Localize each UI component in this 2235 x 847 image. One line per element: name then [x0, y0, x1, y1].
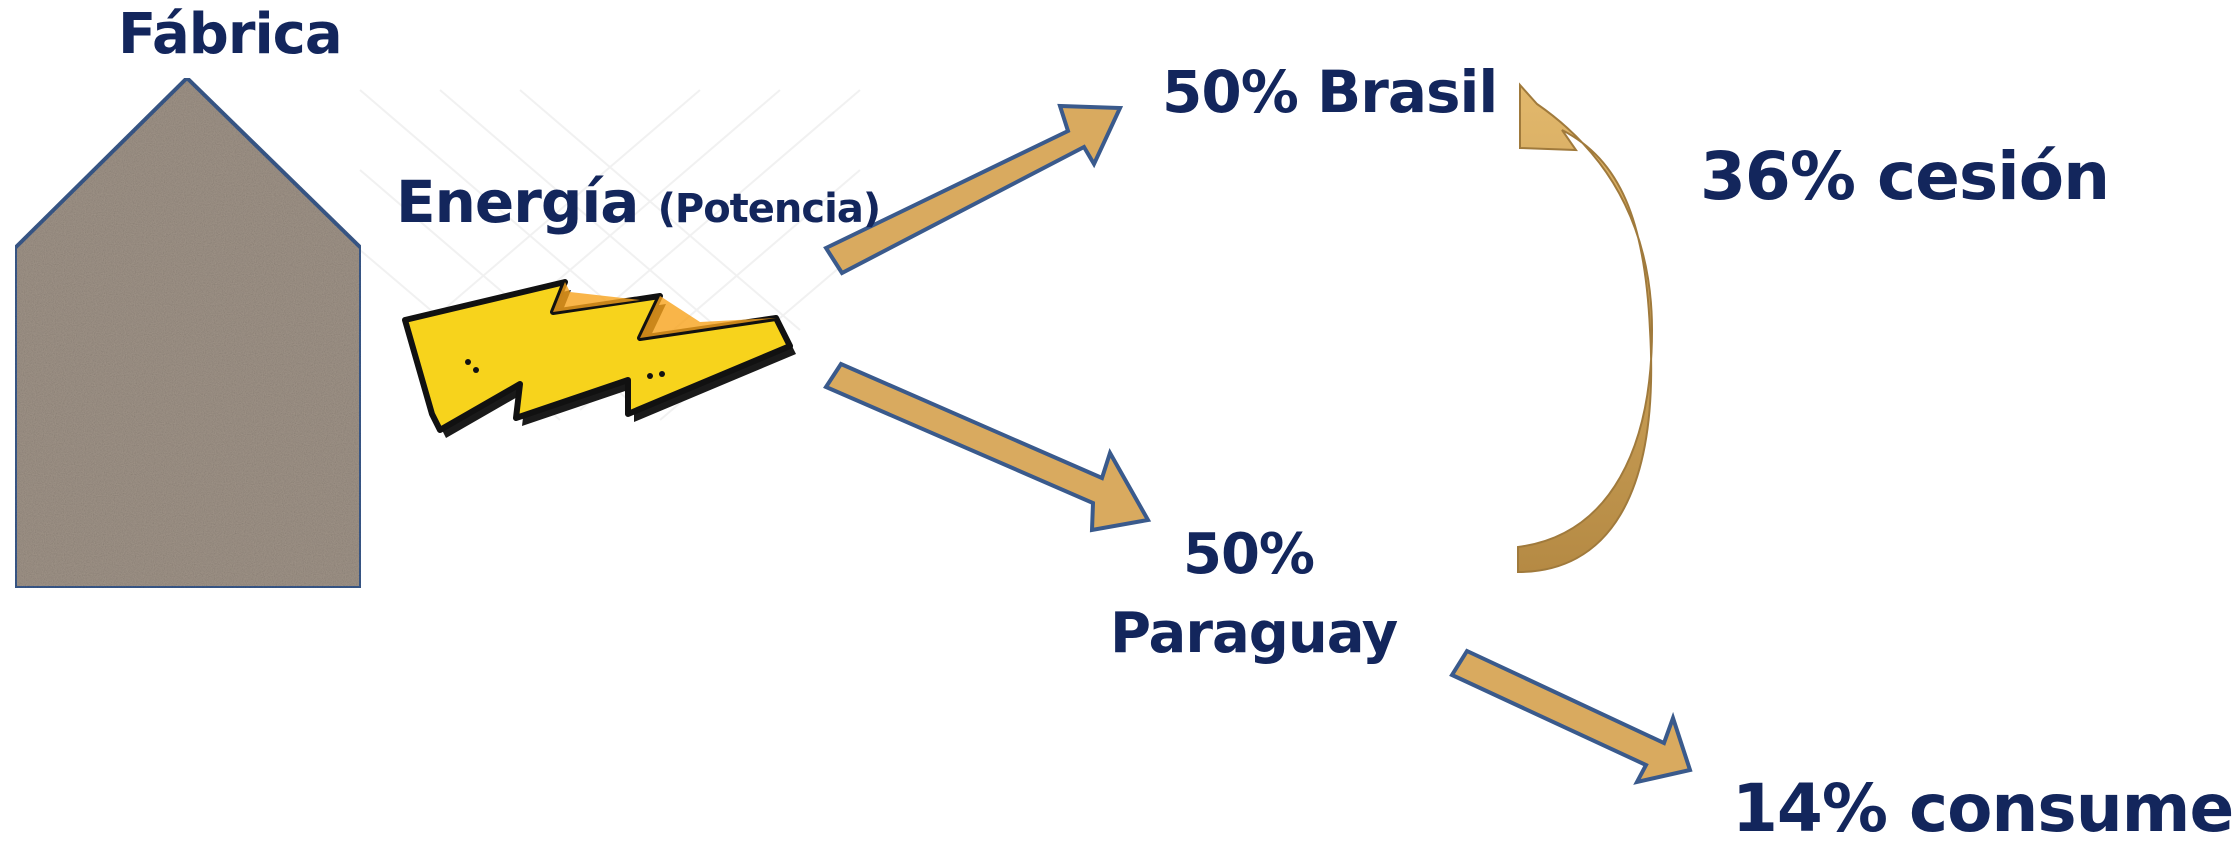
factory-house [13, 75, 363, 590]
cession-curved-arrow [1517, 82, 1654, 574]
lightning-bolt-icon [402, 279, 796, 438]
cession-label: 36% cesión [1700, 138, 2110, 215]
arrow-to-brasil [823, 103, 1124, 276]
energy-label: Energía (Potencia) [396, 168, 881, 236]
brazil-label: 50% Brasil [1162, 58, 1498, 126]
arrows [823, 103, 1693, 785]
consume-label: 14% consume [1732, 770, 2234, 847]
paraguay-percent-label: 50% [1183, 522, 1315, 587]
energy-title: Energía [396, 168, 639, 236]
paraguay-label: Paraguay [1110, 601, 1398, 666]
energy-subtitle: (Potencia) [657, 186, 881, 232]
factory-label: Fábrica [118, 2, 343, 67]
arrow-to-consume [1449, 648, 1693, 785]
arrow-to-paraguay [823, 361, 1152, 533]
background-pattern [359, 89, 861, 421]
